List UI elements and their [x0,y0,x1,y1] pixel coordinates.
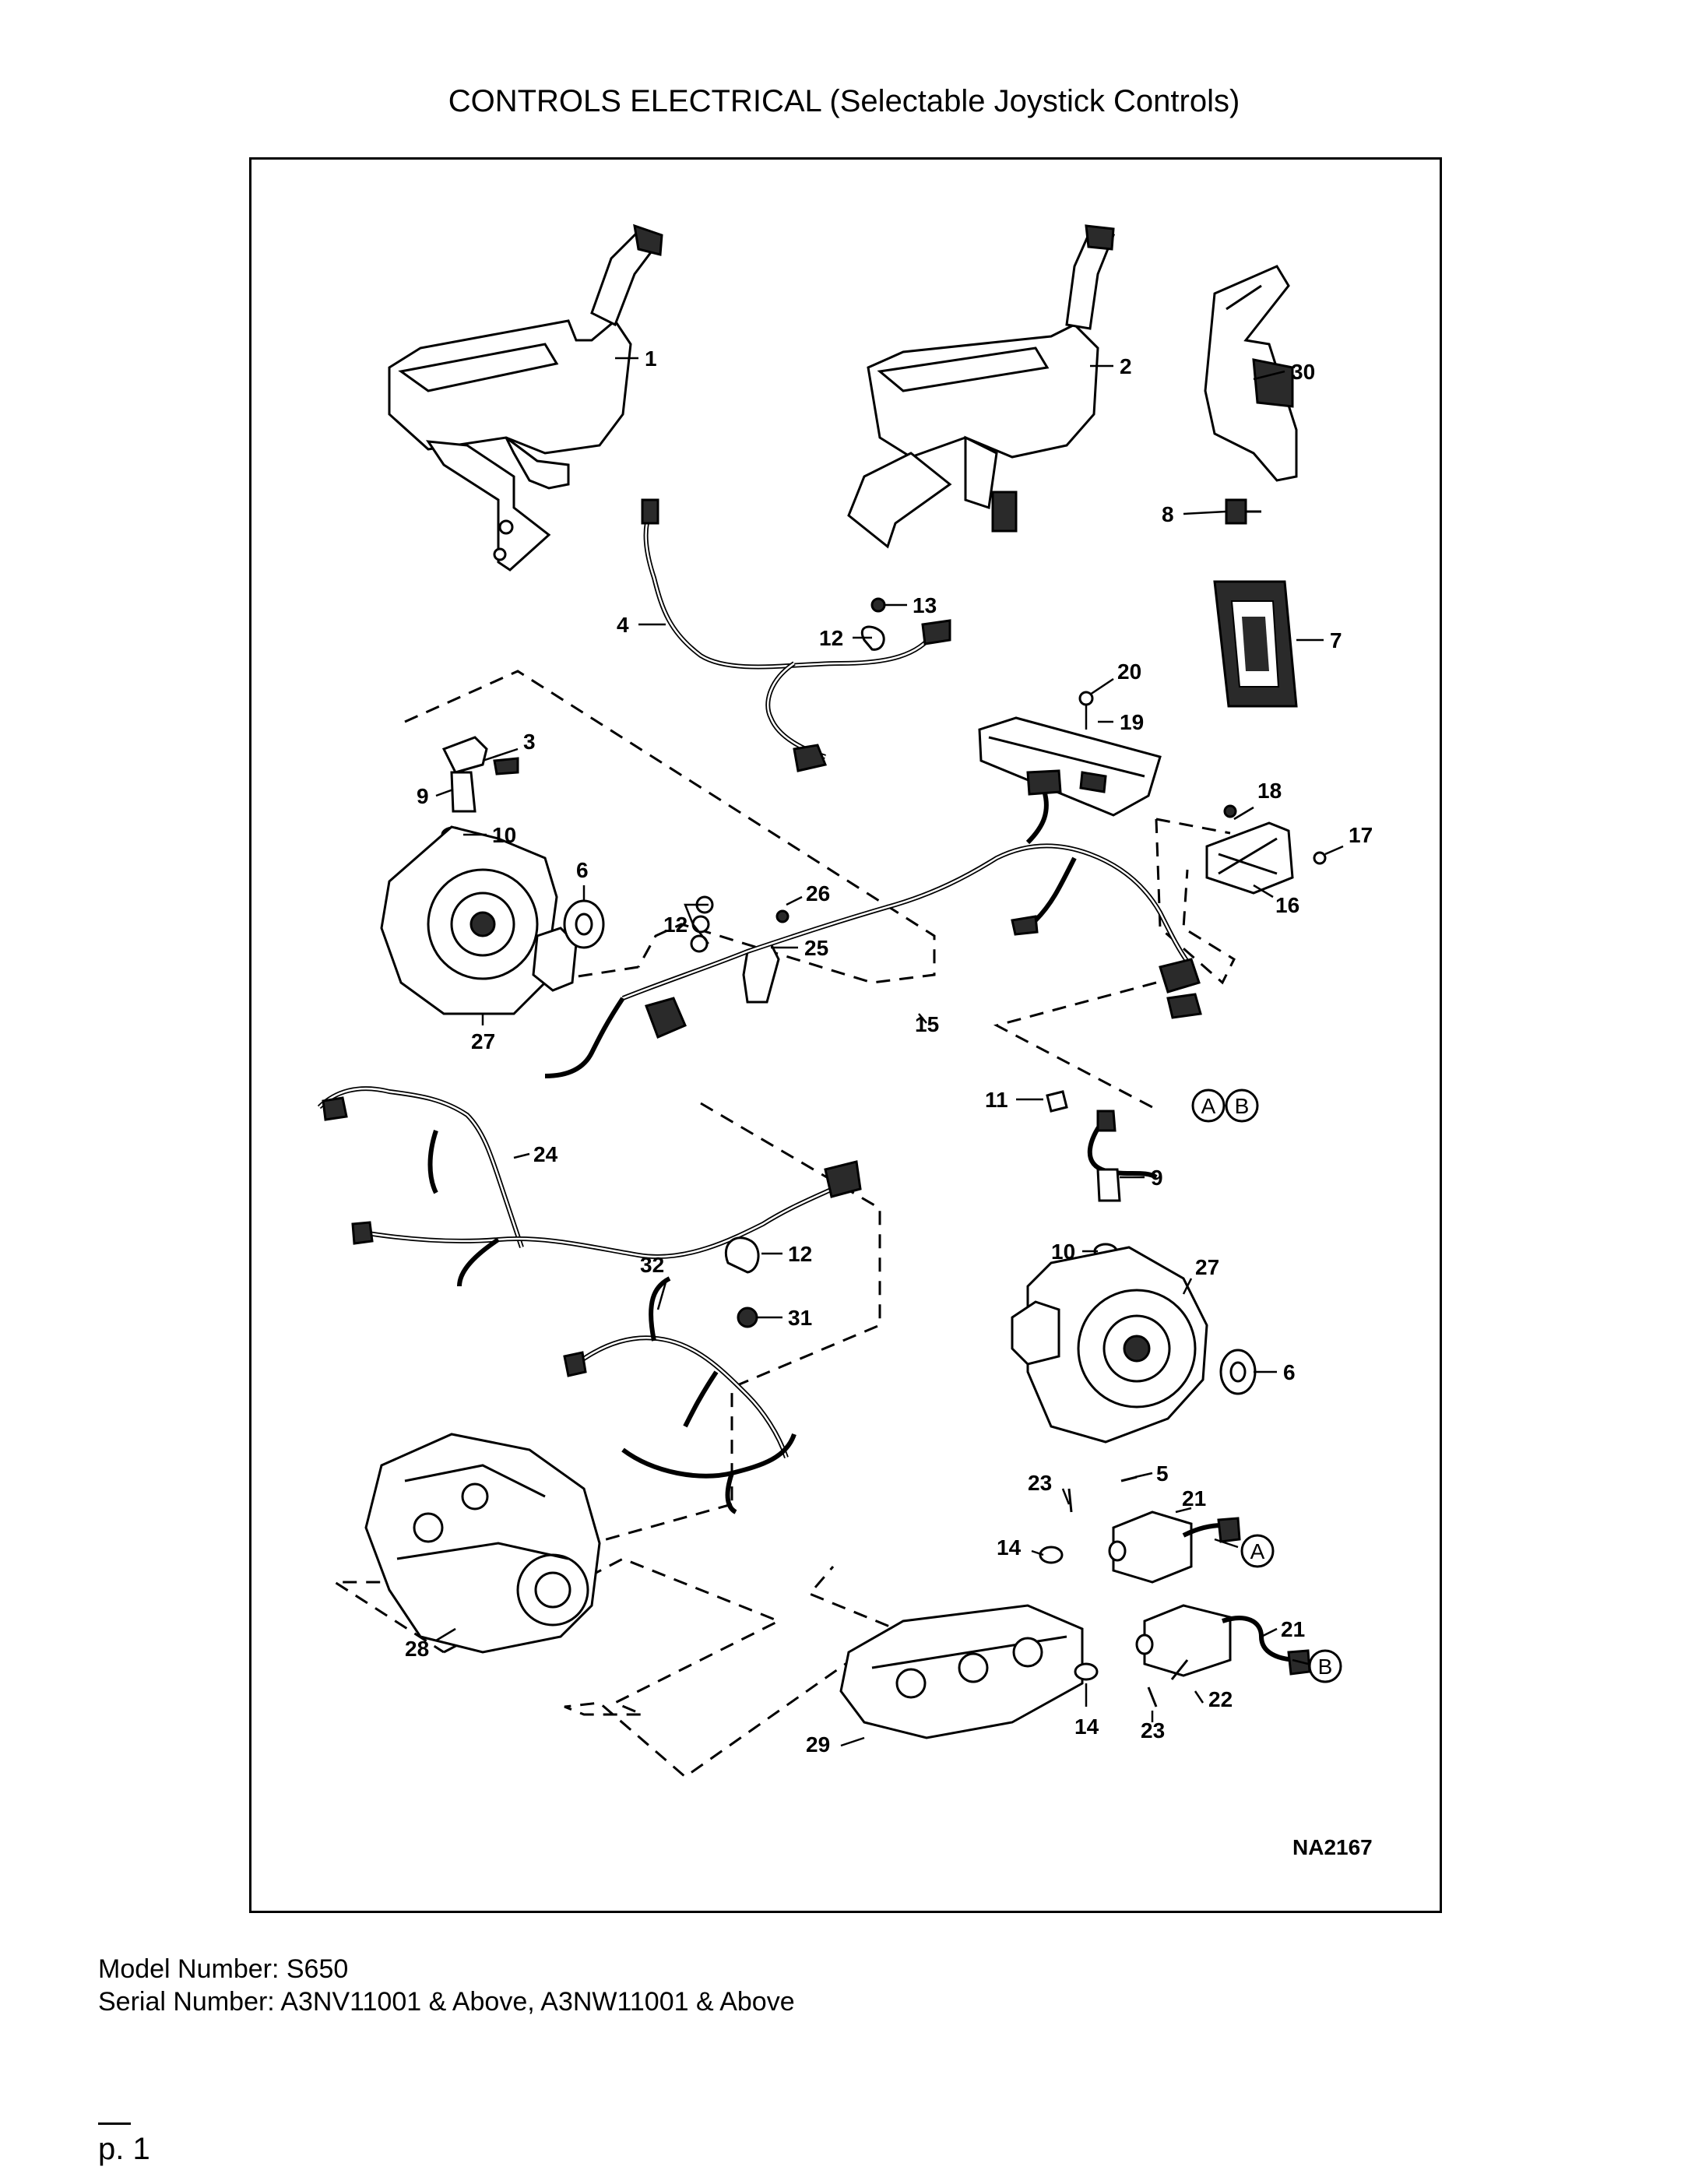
connector-b-top: B [1235,1094,1250,1118]
motor-27-right [1011,1246,1208,1444]
callout-2: 2 [1120,354,1132,378]
washer-6-left [563,899,605,949]
valve-block-29 [839,1604,1084,1739]
small-parts-5-14-22-23 [1039,1475,1189,1707]
callout-16: 16 [1275,893,1299,917]
joystick-assembly-right [847,224,1116,549]
callout-1: 1 [645,346,657,371]
exploded-parts-diagram: 1 2 30 8 7 4 13 12 20 19 3 9 10 6 12 26 … [317,223,1373,1859]
callout-25: 25 [804,936,828,960]
bracket-25-26 [690,895,789,1004]
callout-8: 8 [1162,502,1174,526]
solenoid-21-lower [1135,1604,1311,1677]
pedal-lever-assembly [1204,265,1298,482]
callout-10-right: 10 [1051,1240,1075,1264]
callout-22: 22 [1208,1687,1233,1711]
callout-32: 32 [640,1253,664,1277]
page-title: CONTROLS ELECTRICAL (Selectable Joystick… [448,84,1240,118]
callout-7: 7 [1330,628,1342,652]
callout-24: 24 [533,1142,558,1166]
wire-harness-24 [317,1086,862,1287]
callout-15: 15 [915,1012,939,1036]
callout-21-top: 21 [1182,1486,1206,1511]
wire-harness-4 [641,498,951,772]
callout-5: 5 [1156,1461,1169,1486]
callout-20: 20 [1117,659,1141,684]
callout-12-bottom: 12 [788,1242,812,1266]
callout-17: 17 [1349,823,1373,847]
callout-6-left: 6 [576,858,589,882]
connector-a-top: A [1201,1094,1216,1118]
solenoid-21-upper [1108,1511,1241,1584]
drawing-code: NA2167 [1292,1835,1373,1859]
callout-6-right: 6 [1283,1360,1296,1384]
motor-27-left [380,825,578,1015]
clamp-and-screw-12-13 [861,597,886,651]
main-harness-15 [544,769,1202,1078]
connector-a-bottom: A [1250,1539,1265,1563]
callout-23-bottom: 23 [1141,1718,1165,1743]
page-number: p. 1 [98,2132,150,2166]
footer-rule [98,2122,131,2125]
callout-26: 26 [806,881,830,906]
callout-numbers: 1 2 30 8 7 4 13 12 20 19 3 9 10 6 12 26 … [405,346,1373,1757]
connector-references: A B A B [1191,1088,1342,1683]
joystick-assembly-left [388,223,663,571]
wire-harness-32 [563,1276,797,1514]
callout-leaders [435,357,1344,1747]
callout-10-left: 10 [492,823,516,847]
callout-4: 4 [617,613,629,637]
connector-b-bottom: B [1318,1655,1333,1679]
callout-14-bottom: 14 [1074,1714,1099,1739]
callout-27-left: 27 [471,1029,495,1053]
switch-part-8 [1225,498,1261,525]
sensor-assembly-right [1046,1090,1158,1260]
callout-12-mid: 12 [663,913,688,937]
diagram-frame [249,157,1442,1913]
clamp-12-nut-31 [724,1236,760,1328]
callout-19: 19 [1120,710,1144,734]
callout-31: 31 [788,1306,812,1330]
callout-13: 13 [913,593,937,617]
callout-27-right: 27 [1195,1255,1219,1279]
serial-number: Serial Number: A3NV11001 & Above, A3NW11… [98,1987,795,2017]
callout-18: 18 [1257,779,1282,803]
callout-23-top: 23 [1028,1471,1052,1495]
mount-plate-16 [1205,804,1327,895]
model-number: Model Number: S650 [98,1954,349,1984]
callout-14-top: 14 [997,1535,1022,1560]
callout-3: 3 [523,730,536,754]
callout-11: 11 [985,1088,1008,1112]
controller-module-19 [978,691,1162,817]
pump-28 [364,1433,601,1654]
callout-9-left: 9 [417,784,429,808]
callout-9-right: 9 [1151,1166,1163,1190]
callout-28: 28 [405,1637,429,1661]
callout-30: 30 [1291,360,1315,384]
boot-plate-7 [1213,580,1298,708]
callout-29: 29 [806,1732,830,1757]
washer-6-right [1219,1349,1257,1395]
callout-21-bottom: 21 [1281,1617,1305,1641]
callout-12-top: 12 [819,626,843,650]
